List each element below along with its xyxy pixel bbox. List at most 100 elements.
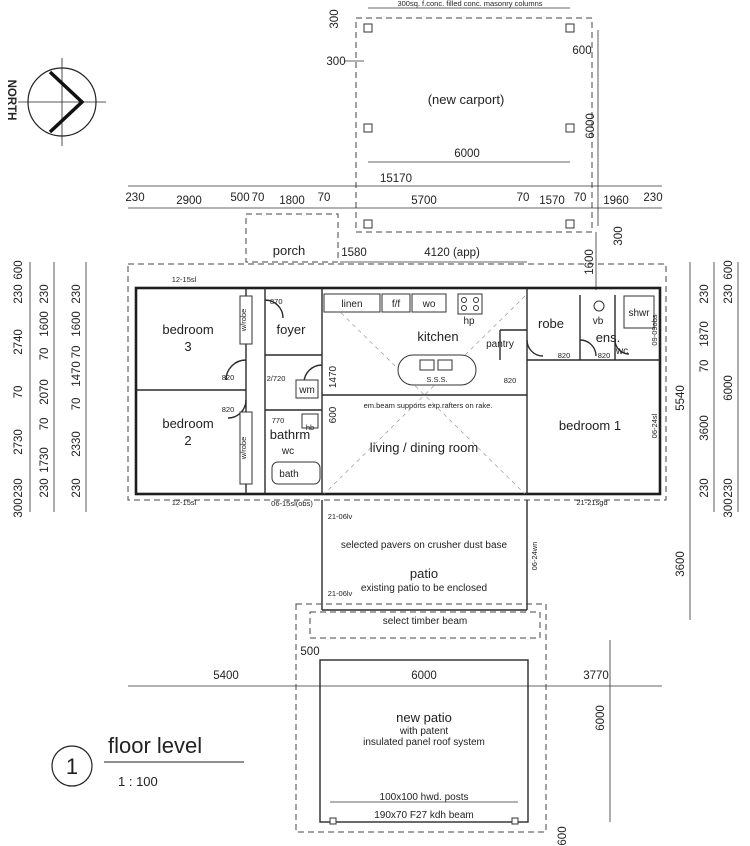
dim-600-bottom: 600 bbox=[557, 826, 569, 845]
dim-seg: 230 bbox=[643, 192, 662, 204]
wall-oven bbox=[411, 293, 447, 313]
dim-seg: 1800 bbox=[279, 195, 305, 207]
linen-cupboard bbox=[323, 293, 381, 313]
window-codes: 12-15sl 12-15sl 06-15sl(obs) 21-21sgd 09… bbox=[172, 275, 659, 508]
door-870: 870 bbox=[270, 297, 283, 306]
dim-1470: 1470 bbox=[328, 365, 339, 388]
dim-right: 300 bbox=[723, 498, 735, 517]
column bbox=[565, 123, 575, 133]
window-code: 21-21sgd bbox=[576, 498, 607, 507]
new-patio: new patio with patent insulated panel ro… bbox=[295, 603, 547, 833]
dim-right: 230 bbox=[723, 478, 735, 497]
view-scale: 1 : 100 bbox=[118, 774, 158, 789]
dim-left: 230 bbox=[13, 478, 25, 497]
dim-right: 230 bbox=[723, 284, 735, 303]
view-title: floor level bbox=[108, 733, 202, 758]
door-820: 820 bbox=[558, 351, 571, 360]
dim-seg: 70 bbox=[517, 192, 530, 204]
rooms: bedroom 3 bedroom 2 foyer kitchen pantry… bbox=[162, 316, 621, 455]
room-kitchen: kitchen bbox=[417, 329, 458, 344]
window-code: 06-24sl bbox=[650, 413, 659, 438]
room-bedroom-3-b: 3 bbox=[184, 339, 191, 354]
room-bedroom-2-b: 2 bbox=[184, 433, 191, 448]
dim-left: 1600 bbox=[71, 311, 83, 337]
dim-6000: 6000 bbox=[411, 670, 437, 682]
dim-left: 300 bbox=[13, 498, 25, 517]
door-820: 820 bbox=[222, 373, 235, 382]
dim-5540: 5540 bbox=[675, 385, 687, 411]
washing-machine-label: wm bbox=[298, 385, 315, 396]
room-ensuite: ens. bbox=[596, 330, 621, 345]
insulated-note: insulated panel roof system bbox=[363, 737, 485, 748]
dim-1600: 1600 bbox=[584, 249, 596, 275]
fridge-freezer bbox=[381, 293, 411, 313]
top-dimensions: 15170 230 2900 500 70 1800 70 5700 70 15… bbox=[125, 173, 663, 209]
room-living-dining: living / dining room bbox=[370, 440, 478, 455]
vanity-label: vb bbox=[593, 316, 604, 327]
porch-label: porch bbox=[273, 243, 306, 258]
patent-note: with patent bbox=[399, 726, 449, 737]
dim-4120: 4120 (app) bbox=[424, 247, 480, 259]
timber-beam-note: select timber beam bbox=[383, 616, 467, 627]
house-walls bbox=[127, 263, 667, 501]
washing-machine bbox=[295, 379, 319, 399]
dim-seg: 230 bbox=[125, 192, 144, 204]
oven-label: wo bbox=[422, 299, 436, 310]
dim-1580: 1580 bbox=[341, 247, 367, 259]
patio-enclose-note: existing patio to be enclosed bbox=[361, 583, 487, 594]
view-number-circle bbox=[51, 745, 93, 787]
hand-basin-label: hb bbox=[306, 423, 314, 432]
door-sizes: 870 820 820 2/720 770 1470 600 820 820 8… bbox=[222, 297, 611, 425]
hotplate bbox=[457, 293, 483, 315]
dim-6000-vertical: 6000 bbox=[595, 705, 607, 731]
room-bathroom: bathrm bbox=[270, 427, 310, 442]
post bbox=[329, 817, 337, 825]
linen-label: linen bbox=[341, 299, 362, 310]
dim-right: 1870 bbox=[699, 321, 711, 347]
window-code: 12-15sl bbox=[172, 498, 197, 507]
carport-depth: 6000 bbox=[585, 113, 597, 139]
dim-left: 230 bbox=[39, 284, 51, 303]
dim-left: 230 bbox=[71, 284, 83, 303]
dim-left: 2730 bbox=[13, 429, 25, 455]
dim-seg: 500 bbox=[230, 192, 249, 204]
room-robe: robe bbox=[538, 316, 564, 331]
shower bbox=[623, 295, 655, 329]
dim-left: 70 bbox=[71, 398, 83, 411]
dim-left: 70 bbox=[39, 418, 51, 431]
north-label: NORTH bbox=[5, 80, 17, 121]
dim-seg: 1570 bbox=[539, 195, 565, 207]
carport-col-size: 300 bbox=[326, 56, 345, 68]
wardrobe-3 bbox=[239, 295, 253, 345]
dim-3770: 3770 bbox=[583, 670, 609, 682]
right-dimensions: 5540 3600 230 1870 70 3600 230 600 230 6… bbox=[675, 260, 739, 620]
dim-left: 1470 bbox=[71, 361, 83, 387]
dim-seg: 2900 bbox=[176, 195, 202, 207]
dim-overall: 15170 bbox=[380, 173, 412, 185]
dim-3600-patio: 3600 bbox=[675, 551, 687, 577]
dim-left: 230 bbox=[39, 478, 51, 497]
patio-code: 21-06lv bbox=[328, 589, 353, 598]
posts-note: 100x100 hwd. posts bbox=[380, 792, 469, 803]
dim-right: 70 bbox=[699, 360, 711, 373]
bath-label: bath bbox=[279, 469, 298, 480]
bottom-dimensions: 5400 500 6000 3770 6000 600 bbox=[128, 640, 662, 846]
dim-5400: 5400 bbox=[213, 670, 239, 682]
door-820: 820 bbox=[222, 405, 235, 414]
window-code: 09-09obs bbox=[650, 314, 659, 346]
dim-300: 300 bbox=[613, 226, 625, 245]
column bbox=[363, 23, 373, 33]
dim-left: 70 bbox=[13, 386, 25, 399]
door-2-720: 2/720 bbox=[267, 374, 286, 383]
room-foyer: foyer bbox=[277, 322, 307, 337]
room-pantry: pantry bbox=[486, 339, 514, 350]
post bbox=[511, 817, 519, 825]
patio-code: 06-24wn bbox=[530, 542, 539, 571]
column bbox=[363, 123, 373, 133]
dim-left: 2070 bbox=[39, 379, 51, 405]
dim-left: 230 bbox=[71, 478, 83, 497]
dim-seg: 70 bbox=[318, 192, 331, 204]
dim-500: 500 bbox=[300, 646, 319, 658]
room-bedroom-3-a: bedroom bbox=[162, 322, 213, 337]
